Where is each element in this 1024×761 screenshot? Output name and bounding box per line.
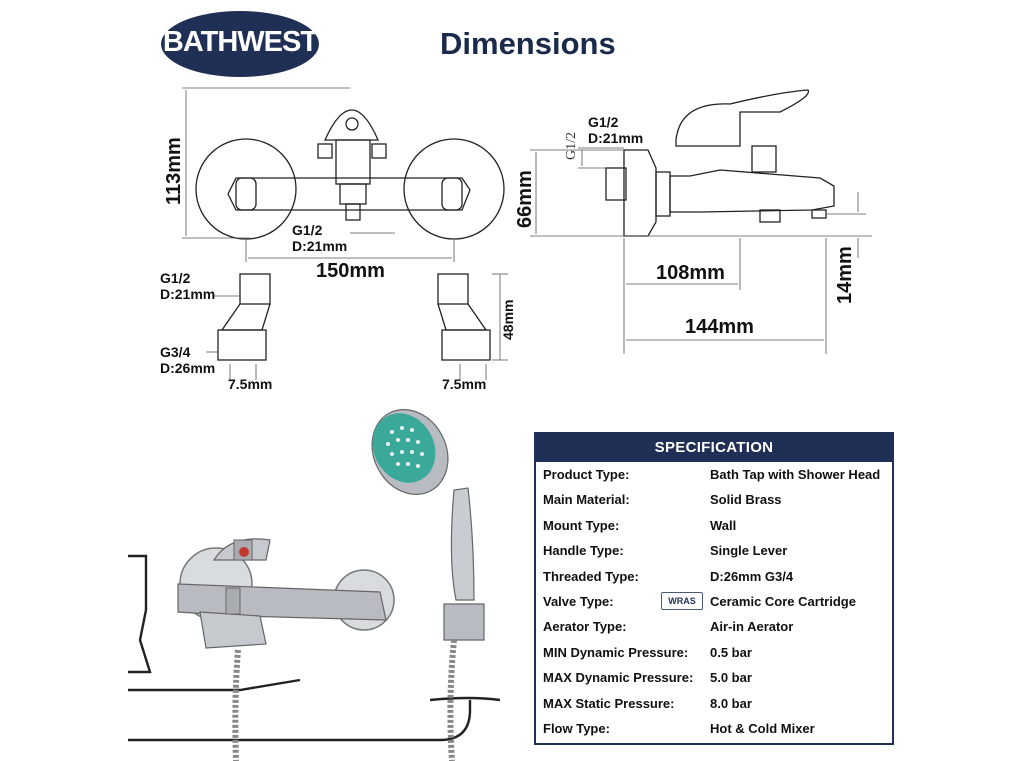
eccentric-offset-right-label: 7.5mm (442, 376, 487, 392)
spec-value: D:26mm G3/4 (710, 568, 794, 584)
spec-label: Aerator Type: (543, 619, 627, 635)
spec-label: MAX Dynamic Pressure: (543, 670, 694, 686)
spec-value: 8.0 bar (710, 695, 752, 711)
spec-label: Main Material: (543, 492, 630, 508)
bath-tap-illustration (177, 538, 395, 761)
front-width-label: 150mm (316, 260, 385, 282)
logo-ellipse (161, 11, 319, 77)
spec-row: Threaded Type: D:26mm G3/4 (536, 564, 892, 589)
spec-value: Ceramic Core Cartridge (710, 593, 856, 609)
spec-label: MIN Dynamic Pressure: (543, 644, 689, 660)
spec-row: MAX Static Pressure: 8.0 bar (536, 691, 892, 716)
spout-height-label: 14mm (834, 246, 856, 304)
spec-value: Solid Brass (710, 492, 782, 508)
spout-reach-label: 108mm (656, 262, 725, 284)
spec-label: Valve Type: (543, 593, 614, 609)
side-thread-diameter: D:21mm (588, 130, 644, 146)
spec-value: Hot & Cold Mixer (710, 720, 815, 736)
eccentric-drawing (217, 273, 491, 361)
side-height-label: 66mm (514, 170, 536, 228)
spec-label: Flow Type: (543, 720, 610, 736)
spec-label: Mount Type: (543, 517, 620, 533)
front-thread-diameter: D:21mm (292, 238, 348, 254)
front-dimension-lines (182, 87, 455, 262)
spec-label: MAX Static Pressure: (543, 695, 675, 711)
spec-value: 5.0 bar (710, 670, 752, 686)
front-height-label: 113mm (163, 137, 185, 205)
spec-row: Product Type: Bath Tap with Shower Head (536, 462, 892, 487)
eccentric-bottom-thread-label: G3/4 D:26mm (160, 344, 215, 376)
spec-value: Single Lever (710, 543, 788, 559)
eccentric-offset-left-label: 7.5mm (228, 376, 273, 392)
side-thread-size: G1/2 (588, 114, 619, 130)
side-thread-vertical-label: G1/2 (564, 132, 579, 160)
brand-name: BATHWEST (162, 26, 318, 58)
eccentric-top-thread-label: G1/2 D:21mm (160, 270, 215, 302)
front-thread-label: G1/2 D:21mm (292, 222, 347, 254)
front-thread-size: G1/2 (292, 222, 323, 238)
front-view-drawing (195, 109, 505, 240)
shower-nozzles (386, 426, 424, 468)
spec-row: Mount Type: Wall (536, 513, 892, 538)
side-dimension-lines (530, 147, 872, 354)
spec-row: Valve Type: WRAS Ceramic Core Cartridge (536, 589, 892, 614)
eccentric-top-thread-size: G1/2 (160, 270, 191, 286)
wras-badge-icon: WRAS (661, 591, 703, 610)
bath-sketch (128, 554, 501, 742)
overall-depth-label: 144mm (685, 316, 754, 338)
eccentric-bottom-thread-size: G3/4 (160, 344, 191, 360)
spec-row: MIN Dynamic Pressure: 0.5 bar (536, 640, 892, 665)
page-title: Dimensions (440, 26, 616, 61)
specification-heading: SPECIFICATION (536, 434, 892, 462)
spec-label: Product Type: (543, 467, 630, 482)
spec-row: Main Material: Solid Brass (536, 487, 892, 512)
brand-logo: BATHWEST (160, 10, 320, 78)
side-view-drawing (605, 89, 835, 237)
eccentric-height-label: 48mm (500, 299, 516, 340)
shower-head-illustration (371, 409, 485, 761)
eccentric-top-thread-diameter: D:21mm (160, 286, 216, 302)
spec-label: Threaded Type: (543, 568, 639, 584)
spec-value: 0.5 bar (710, 644, 752, 660)
spec-row: Aerator Type: Air-in Aerator (536, 614, 892, 639)
spec-value: Bath Tap with Shower Head (710, 467, 881, 482)
spec-value: Wall (710, 517, 737, 533)
eccentric-dimension-lines (206, 273, 508, 380)
spec-row: MAX Dynamic Pressure: 5.0 bar (536, 665, 892, 690)
spec-row: Flow Type: Hot & Cold Mixer (536, 716, 892, 741)
spec-label: Handle Type: (543, 543, 624, 559)
eccentric-bottom-thread-diameter: D:26mm (160, 360, 216, 376)
side-thread-label: G1/2 D:21mm (588, 114, 643, 146)
spec-value: Air-in Aerator (710, 619, 794, 635)
specification-table: SPECIFICATION Product Type: Bath Tap with… (534, 432, 894, 745)
spec-row: Handle Type: Single Lever (536, 538, 892, 563)
